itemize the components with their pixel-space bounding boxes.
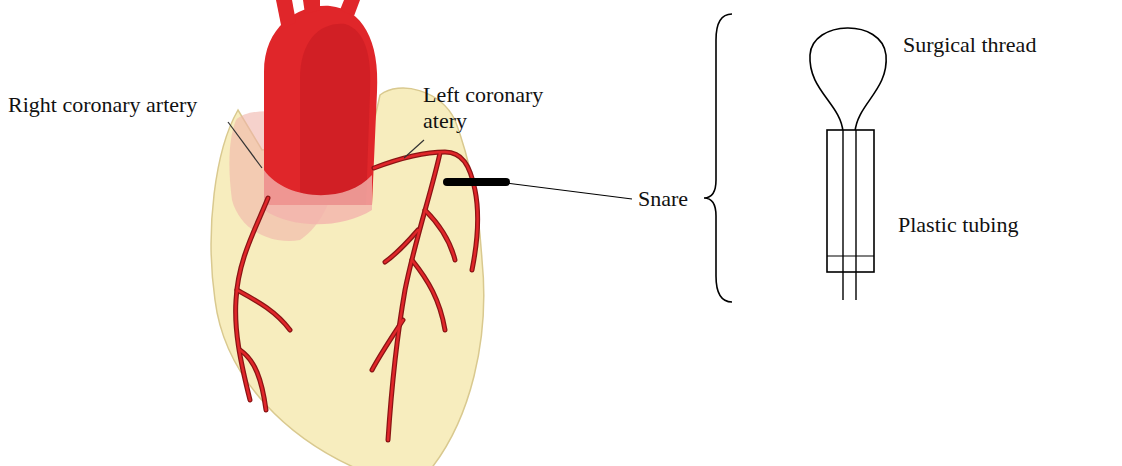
leader-line (506, 183, 632, 199)
tube-end (827, 255, 874, 256)
leader-line (228, 122, 262, 168)
right-coronary-branch (237, 290, 290, 410)
part-label: Surgical thread (903, 32, 1036, 58)
artery-label: Left coronary atery (423, 82, 563, 134)
artery-label: Right coronary artery (8, 92, 197, 118)
aortic-branch (340, 0, 360, 16)
plastic-tubing (827, 130, 874, 272)
aortic-branch (276, 0, 296, 30)
aorta (264, 6, 377, 205)
part-label: Plastic tubing (898, 212, 1018, 238)
thread-strand (855, 130, 856, 300)
surgical-thread-loop (810, 28, 886, 132)
aorta-shade (300, 24, 370, 205)
aortic-branch (303, 0, 320, 14)
part-label: Snare (638, 186, 688, 212)
coronary-branches (372, 210, 455, 370)
aorta-root (264, 170, 372, 224)
brace (704, 14, 732, 302)
leader-line (404, 140, 424, 158)
thread-strand (842, 130, 843, 300)
snare-bar (447, 178, 506, 186)
left-anterior-descending (388, 153, 440, 440)
